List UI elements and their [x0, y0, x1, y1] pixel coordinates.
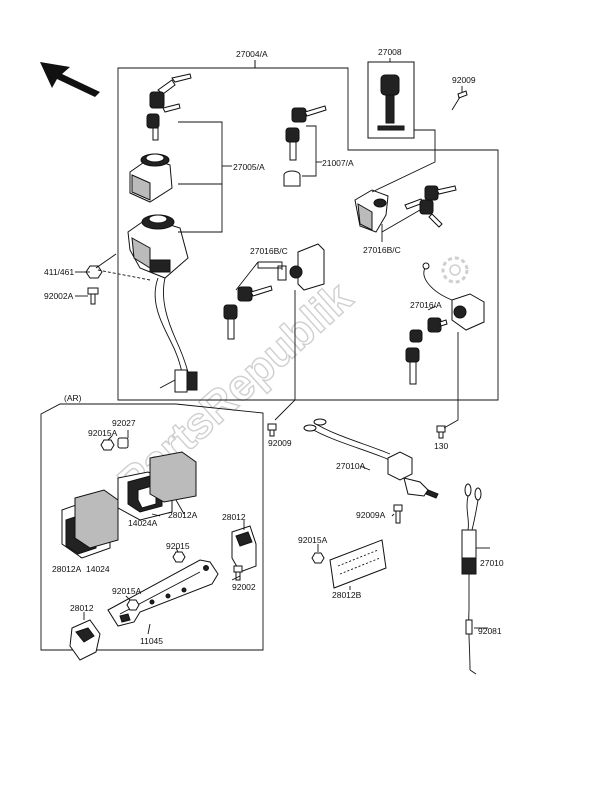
reflector-14024 [61, 489, 119, 559]
ignition-wire [154, 277, 198, 393]
label-27016bc-left: 27016B/C [250, 246, 288, 256]
screw-92009-mid [267, 423, 277, 437]
nut-92015 [172, 551, 186, 563]
label-27016bc-right: 27016B/C [363, 245, 401, 255]
reflector-14024a [117, 451, 197, 521]
ignition-switch-upper [129, 153, 173, 203]
screw-92009a [393, 504, 403, 524]
label-28012a-b: 28012A [52, 564, 82, 574]
harness-27010 [461, 483, 482, 675]
bolt-92002a [87, 287, 99, 305]
key-tag-card [367, 61, 415, 139]
nut-92015a-right [311, 552, 325, 564]
label-21007a: 21007/A [322, 158, 354, 168]
ignition-key-pair [146, 73, 192, 141]
reflector-28012-small [231, 525, 257, 573]
label-27005a: 27005/A [233, 162, 265, 172]
label-92015a-ar: 92015A [88, 428, 118, 438]
label-92081: 92081 [478, 626, 502, 636]
label-28012: 28012 [222, 512, 246, 522]
harness-27010a [303, 418, 439, 499]
helmet-lock-left [223, 243, 325, 340]
label-27010a: 27010A [336, 461, 366, 471]
nut-92015a-ar [100, 439, 115, 451]
label-92009-top: 92009 [452, 75, 476, 85]
nut-92015a-bracket [126, 599, 140, 611]
reflector-28012-bottom [69, 619, 101, 661]
label-27016a: 27016/A [410, 300, 442, 310]
ignition-switch-lower [127, 214, 189, 279]
label-11045: 11045 [140, 636, 163, 646]
lock-key-pair [285, 105, 327, 161]
reflector-28012b [329, 539, 387, 589]
spacer-92027 [117, 437, 129, 449]
label-ar: (AR) [64, 393, 82, 403]
label-92009-mid: 92009 [268, 438, 292, 448]
label-28012b: 28012B [332, 590, 362, 600]
label-27008: 27008 [378, 47, 402, 57]
label-92015a-right: 92015A [298, 535, 328, 545]
label-14024a: 14024A [128, 518, 158, 528]
label-92002: 92002 [232, 582, 256, 592]
label-92015: 92015 [166, 541, 190, 551]
label-27004a: 27004/A [236, 49, 268, 59]
label-92027: 92027 [112, 418, 136, 428]
leader-lines [75, 58, 490, 635]
screw-92009-top [451, 90, 468, 111]
lock-cylinder-21007 [283, 170, 301, 187]
label-14024: 14024 [86, 564, 110, 574]
seat-lock-right [354, 185, 457, 233]
label-130: 130 [434, 441, 448, 451]
ar-set-box [40, 403, 264, 651]
label-92002a: 92002A [44, 291, 74, 301]
label-28012a-a: 28012A [168, 510, 198, 520]
label-92009a: 92009A [356, 510, 386, 520]
helmet-lock-cable [405, 262, 485, 385]
label-27010: 27010 [480, 558, 504, 568]
bolt-130 [436, 425, 446, 439]
label-411-461: 411/461 [44, 267, 74, 277]
gear-icon [441, 256, 469, 284]
front-arrow-icon [40, 62, 100, 97]
label-28012-bottom: 28012 [70, 603, 94, 613]
label-92015a-bracket: 92015A [112, 586, 142, 596]
